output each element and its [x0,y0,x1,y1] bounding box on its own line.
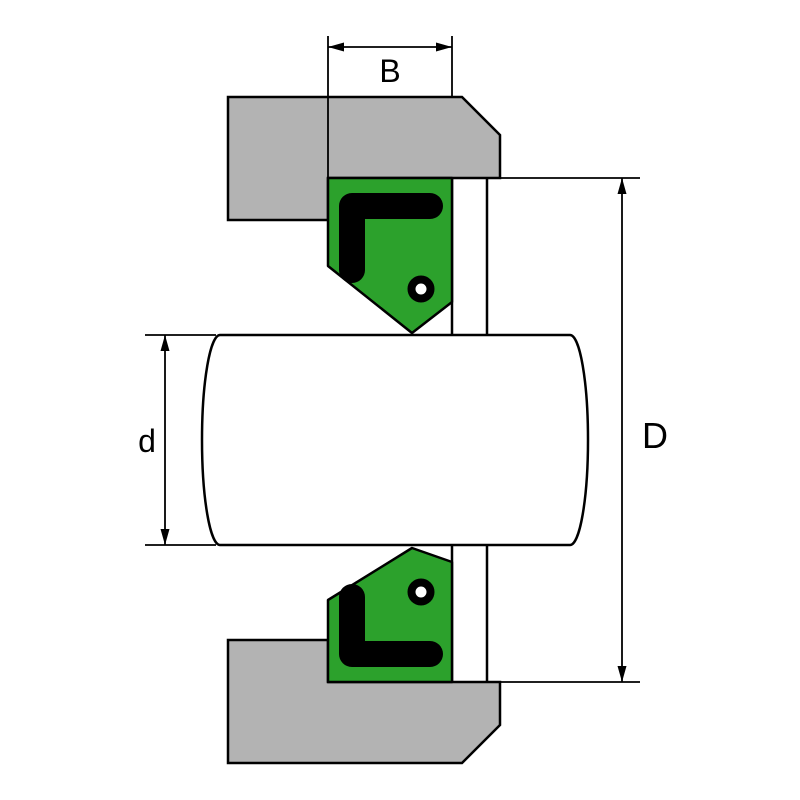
dimension-seal-width: B [327,36,453,178]
dimension-bore-diameter: D [492,177,668,683]
dim-b-arrow-left [328,42,344,52]
upper-seal-metal-case [339,193,443,283]
dim-b-arrow-right [436,42,452,52]
lower-seal-garter-spring [407,578,435,606]
upper-seal [326,176,454,335]
dimension-shaft-diameter: d [138,334,216,546]
dim-d-arrow-bottom [160,529,170,545]
lower-seal-metal-case [339,584,443,667]
label-shaft-diameter: d [138,423,156,459]
label-bore-diameter: D [642,415,668,456]
dim-outer-arrow-top [617,178,627,194]
label-seal-width: B [379,53,400,89]
shaft [200,333,590,547]
dim-outer-arrow-bottom [617,666,627,682]
upper-seal-garter-spring [407,275,435,303]
dim-d-arrow-top [160,335,170,351]
lower-seal [326,546,454,684]
